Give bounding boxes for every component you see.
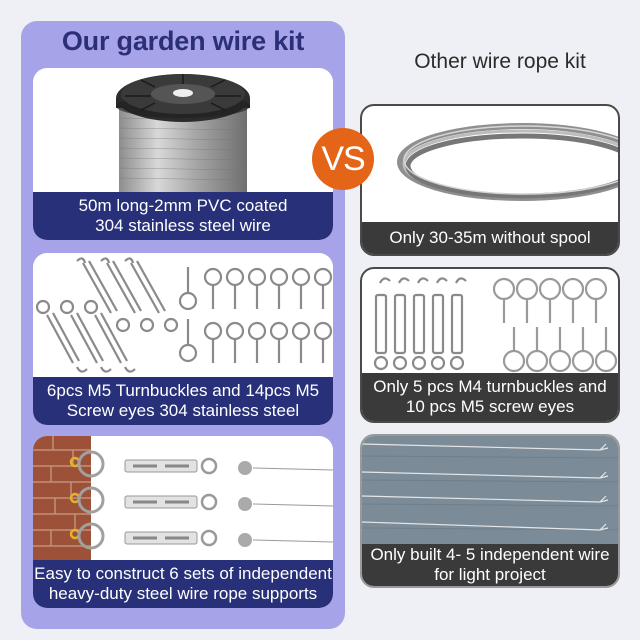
our-install-card: Easy to construct 6 sets of independent … xyxy=(33,436,333,608)
wires-on-wall-image xyxy=(362,436,618,546)
other-wire-caption: Only 30-35m without spool xyxy=(362,222,618,254)
coiled-wire-image xyxy=(362,106,618,222)
our-hardware-card: 6pcs M5 Turnbuckles and 14pcs M5 Screw e… xyxy=(33,253,333,425)
other-wire-card: Only 30-35m without spool xyxy=(360,104,620,256)
our-hardware-caption: 6pcs M5 Turnbuckles and 14pcs M5 Screw e… xyxy=(33,377,333,425)
wire-spool-image xyxy=(33,68,333,196)
other-kit-title: Other wire rope kit xyxy=(414,50,586,73)
small-hardware-image xyxy=(362,269,618,377)
other-hardware-card: Only 5 pcs M4 turnbuckles and 10 pcs M5 … xyxy=(360,267,620,423)
other-hardware-caption: Only 5 pcs M4 turnbuckles and 10 pcs M5 … xyxy=(362,373,618,421)
our-kit-title: Our garden wire kit xyxy=(61,26,305,56)
other-install-caption: Only built 4- 5 independent wire for lig… xyxy=(362,544,618,586)
our-wire-card: 50m long-2mm PVC coated 304 stainless st… xyxy=(33,68,333,240)
wall-mounted-supports-image xyxy=(33,436,333,560)
vs-badge: VS xyxy=(312,128,374,190)
our-install-caption: Easy to construct 6 sets of independent … xyxy=(33,560,333,608)
other-install-card: Only built 4- 5 independent wire for lig… xyxy=(360,434,620,588)
turnbuckles-and-screw-eyes-image xyxy=(33,253,333,377)
our-wire-caption: 50m long-2mm PVC coated 304 stainless st… xyxy=(33,192,333,240)
